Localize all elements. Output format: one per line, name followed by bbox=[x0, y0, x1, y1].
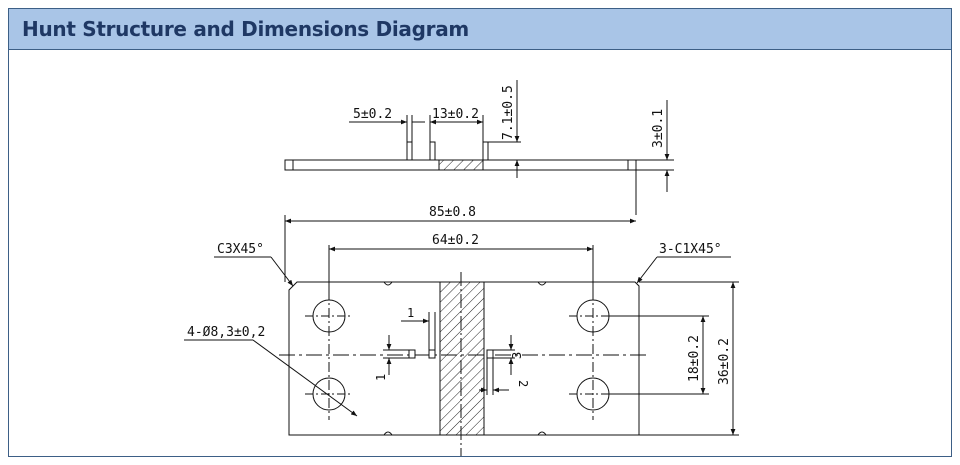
side-hatched-body bbox=[438, 159, 484, 171]
dim-small-1a: 1 bbox=[407, 306, 414, 320]
dim-pin-width: 5±0.2 bbox=[353, 107, 392, 122]
label-chamfer-right: 3-C1X45° bbox=[659, 242, 722, 257]
pin-pad-right bbox=[486, 349, 494, 359]
dim-small-1b: 1 bbox=[374, 374, 388, 381]
panel-title: Hunt Structure and Dimensions Diagram bbox=[22, 17, 469, 41]
dim-small-2: 2 bbox=[516, 380, 530, 387]
side-pin-3 bbox=[482, 141, 489, 161]
diagram-panel: Hunt Structure and Dimensions Diagram bbox=[8, 8, 952, 457]
panel-header: Hunt Structure and Dimensions Diagram bbox=[9, 9, 951, 50]
dim-overall-width: 36±0.2 bbox=[717, 338, 732, 385]
top-view bbox=[184, 170, 739, 456]
pin-pad-middle bbox=[428, 349, 436, 359]
dim-pin-spacing: 13±0.2 bbox=[432, 107, 479, 122]
side-pin-2 bbox=[429, 141, 436, 161]
dim-hole-row-spacing: 18±0.2 bbox=[687, 335, 702, 382]
dim-small-3: 3 bbox=[510, 352, 524, 359]
label-chamfer-left: C3X45° bbox=[217, 242, 264, 257]
dim-overall-length: 85±0.8 bbox=[429, 205, 476, 220]
dim-hole-spacing: 64±0.2 bbox=[432, 233, 479, 248]
technical-drawing: 5±0.2 13±0.2 7.1±0.5 3±0.1 bbox=[184, 80, 739, 456]
side-view bbox=[284, 80, 674, 192]
pin-pad-left bbox=[408, 349, 416, 359]
dim-pin-height: 7.1±0.5 bbox=[501, 85, 516, 140]
dim-thickness: 3±0.1 bbox=[651, 109, 666, 148]
top-hatched-body bbox=[439, 281, 485, 436]
side-pin-1 bbox=[406, 141, 413, 161]
label-holes: 4-Ø8,3±0,2 bbox=[187, 325, 265, 340]
